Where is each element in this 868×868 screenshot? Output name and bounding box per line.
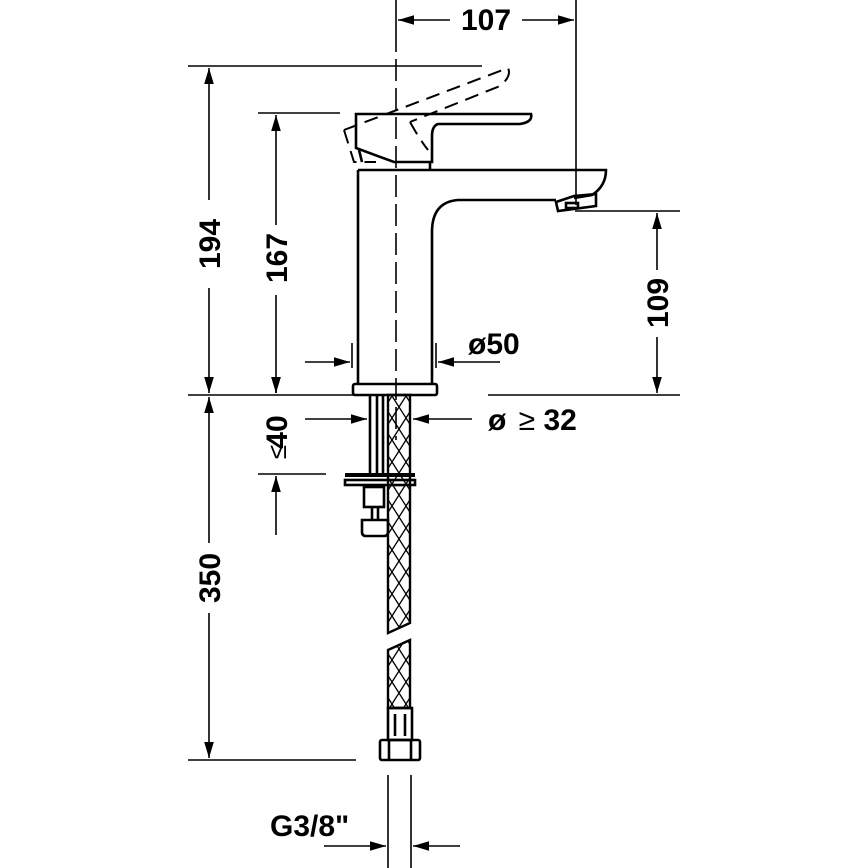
dim-label-less-equal: ≤ [262, 445, 292, 459]
dimension-body-diameter: ø50 [305, 328, 520, 367]
mounting-rod-and-hose [343, 393, 422, 762]
dimension-spout-height: 109 [642, 213, 675, 393]
dim-label-194: 194 [194, 219, 227, 269]
dimension-body-height: 167 [261, 115, 294, 393]
dim-label-hole-prefix: ø [488, 404, 507, 437]
dimension-hole-diameter: ø ≥ 32 [305, 404, 577, 437]
dim-label-167: 167 [261, 233, 294, 283]
dim-label-107: 107 [461, 4, 511, 37]
dimension-total-height: 194 [194, 68, 227, 393]
dim-label-109: 109 [642, 278, 675, 328]
dim-label-350: 350 [194, 553, 227, 603]
dimension-spout-projection: 107 [398, 4, 574, 37]
dim-label-diameter-50: ø50 [468, 328, 520, 361]
dim-label-hole-value: 32 [543, 404, 576, 437]
dimension-connection-thread: G3/8" [270, 810, 460, 851]
svg-text:ø ≥ 32: ø ≥ 32 [488, 404, 577, 437]
dimension-countertop-thickness: 40 ≤ [261, 377, 294, 535]
dim-label-40: 40 [261, 415, 294, 448]
dim-label-thread: G3/8" [270, 810, 349, 843]
extension-lines [188, 0, 680, 868]
dimension-hose-length: 350 [194, 397, 227, 758]
dim-label-hole-symbol: ≥ [519, 404, 535, 437]
faucet-body [343, 66, 608, 397]
